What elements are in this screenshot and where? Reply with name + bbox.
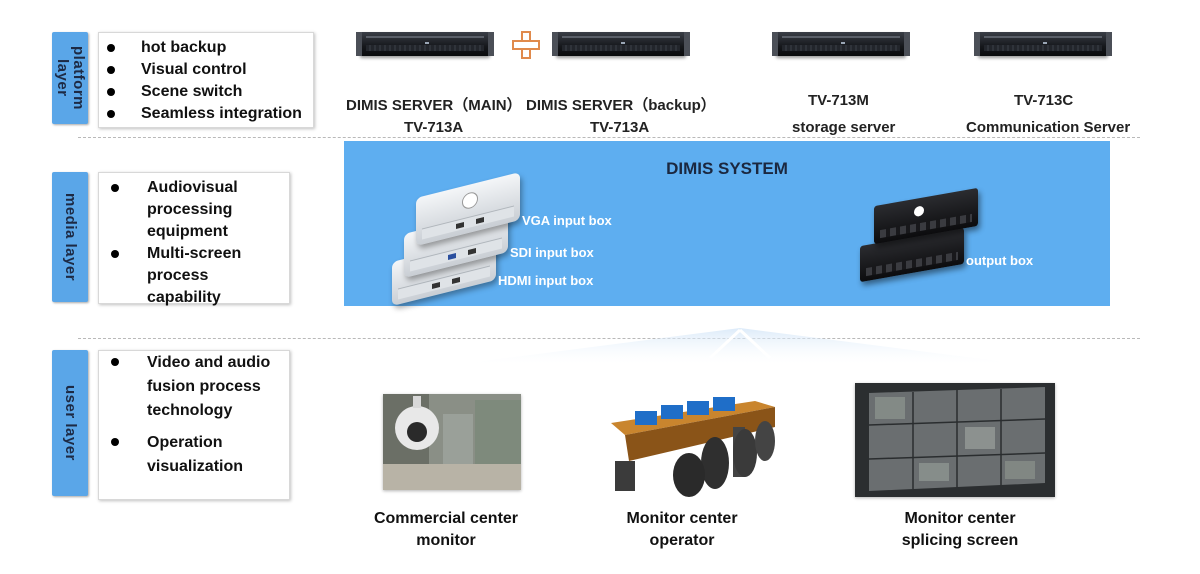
user-bullets-box: Video and audio fusion process technolog…	[98, 350, 290, 500]
bullet-item: Scene switch	[107, 81, 313, 103]
monitor-center-operator-photo	[605, 383, 781, 501]
media-layer-label: media layer	[62, 192, 79, 282]
server-backup-image	[552, 32, 690, 56]
monitor-center-operator-label: Monitor center operator	[626, 510, 738, 549]
bullet-item: Visual control	[107, 59, 313, 81]
bullet-item: Multi-screen process capability	[111, 243, 277, 309]
splicing-screen-label: Monitor center splicing screen	[901, 510, 1019, 549]
user-layer-label: user layer	[62, 385, 79, 461]
system-title: DIMIS SYSTEM	[666, 159, 788, 178]
server-communication-image	[974, 32, 1112, 56]
bullet-item: Operation visualization	[111, 431, 277, 479]
bullet-item: Seamless integration	[107, 103, 313, 125]
plus-icon	[512, 31, 540, 59]
bullet-item: Video and audio fusion process technolog…	[111, 351, 277, 423]
commercial-center-monitor-label: Commercial center monitor	[373, 510, 519, 549]
platform-layer-tag: platform layer	[52, 32, 88, 124]
platform-bullets-box: hot backup Visual control Scene switch S…	[98, 32, 314, 128]
dimis-system-panel: DIMIS SYSTEM VGA input box SDI input box…	[344, 141, 1110, 306]
output-box-label: output box	[966, 253, 1034, 268]
server-storage-image	[772, 32, 910, 56]
splicing-screen-photo	[855, 383, 1055, 497]
server-backup-name: DIMIS SERVER（backup）	[526, 97, 716, 114]
server-backup-model: TV-713A	[590, 119, 650, 136]
hdmi-input-box-label: HDMI input box	[498, 273, 594, 288]
bullet-item: Audiovisual processing equipment	[111, 177, 277, 243]
server-communication-desc: Communication Server	[966, 119, 1131, 136]
bullet-item: hot backup	[107, 37, 313, 59]
server-main-name: DIMIS SERVER（MAIN）	[346, 97, 522, 114]
server-storage-model: TV-713M	[808, 92, 869, 109]
vga-input-box-label: VGA input box	[522, 213, 612, 228]
separator-media-user	[78, 338, 1140, 339]
server-communication-model: TV-713C	[1014, 92, 1074, 109]
uplink-arrow-icon	[460, 328, 1000, 364]
server-main-image	[356, 32, 494, 56]
user-layer-tag: user layer	[52, 350, 88, 496]
server-main-model: TV-713A	[404, 119, 464, 136]
media-bullets-box: Audiovisual processing equipment Multi-s…	[98, 172, 290, 306]
separator-platform-media	[78, 137, 1140, 138]
sdi-input-box-label: SDI input box	[510, 245, 594, 260]
commercial-center-monitor-photo	[383, 394, 521, 490]
media-layer-tag: media layer	[52, 172, 88, 302]
platform-layer-label: platform layer	[54, 46, 87, 110]
server-storage-desc: storage server	[792, 119, 896, 136]
